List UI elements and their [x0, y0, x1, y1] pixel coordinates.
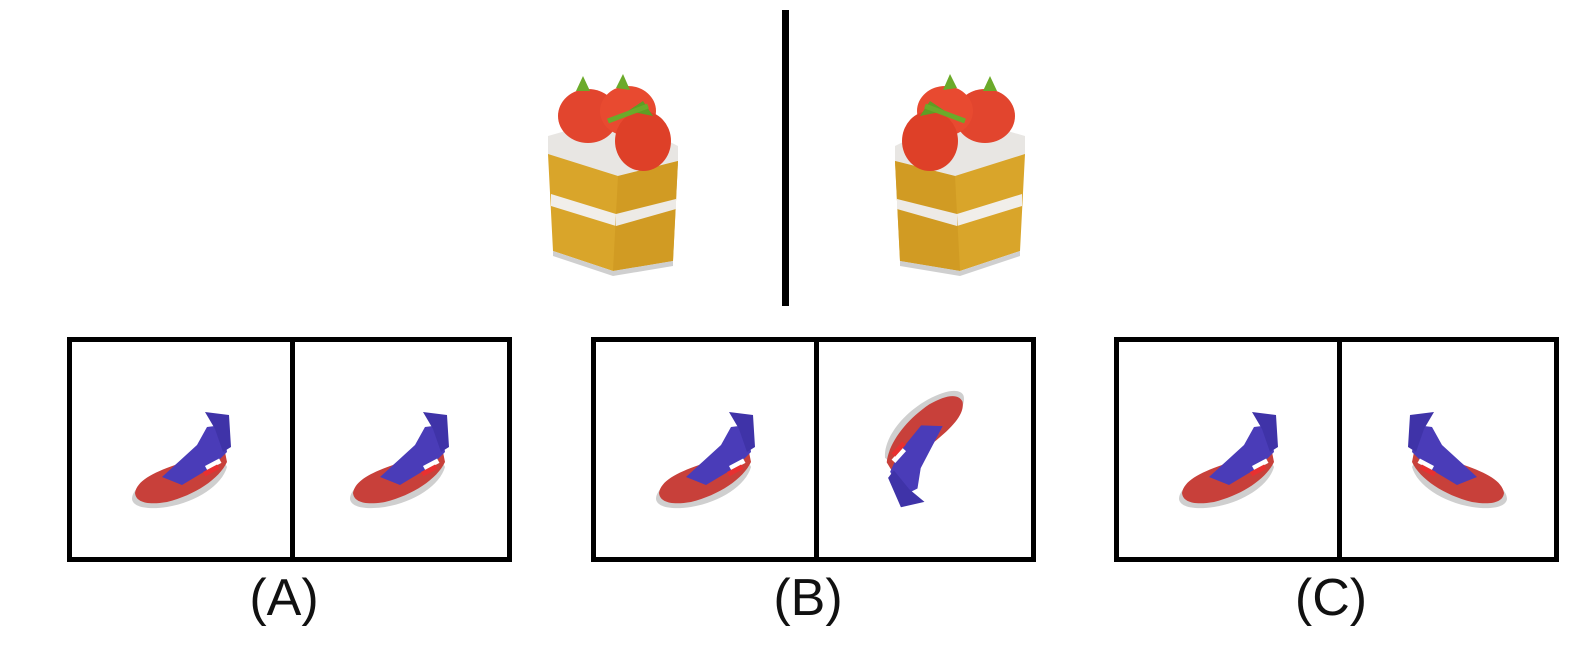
sneaker-icon: [350, 412, 449, 509]
option-c-right-cell: [1342, 342, 1554, 557]
option-c-divider: [1337, 342, 1342, 557]
sneaker-icon: [1408, 412, 1507, 509]
option-b-right-cell: [819, 342, 1031, 557]
cake-slice-icon-right: [885, 66, 1025, 276]
option-a-left-cell: [72, 342, 290, 557]
option-a-divider: [290, 342, 295, 557]
option-c-panel[interactable]: [1114, 337, 1559, 562]
option-c-left-cell: [1119, 342, 1337, 557]
option-b-label: (B): [773, 569, 843, 627]
sneaker-icon: [656, 412, 755, 509]
option-b-left-cell: [596, 342, 814, 557]
reference-pair: [0, 0, 1584, 320]
sneaker-icon: [132, 412, 231, 509]
option-a-label: (A): [249, 569, 319, 627]
sneaker-icon: [867, 386, 994, 511]
option-a-right-cell: [295, 342, 507, 557]
cake-slice-icon-left: [548, 66, 688, 276]
option-c-label: (C): [1294, 569, 1368, 627]
sneaker-icon: [1179, 412, 1278, 509]
option-a-panel[interactable]: [67, 337, 512, 562]
option-b-panel[interactable]: [591, 337, 1036, 562]
option-b-divider: [814, 342, 819, 557]
mirror-line: [782, 10, 789, 306]
